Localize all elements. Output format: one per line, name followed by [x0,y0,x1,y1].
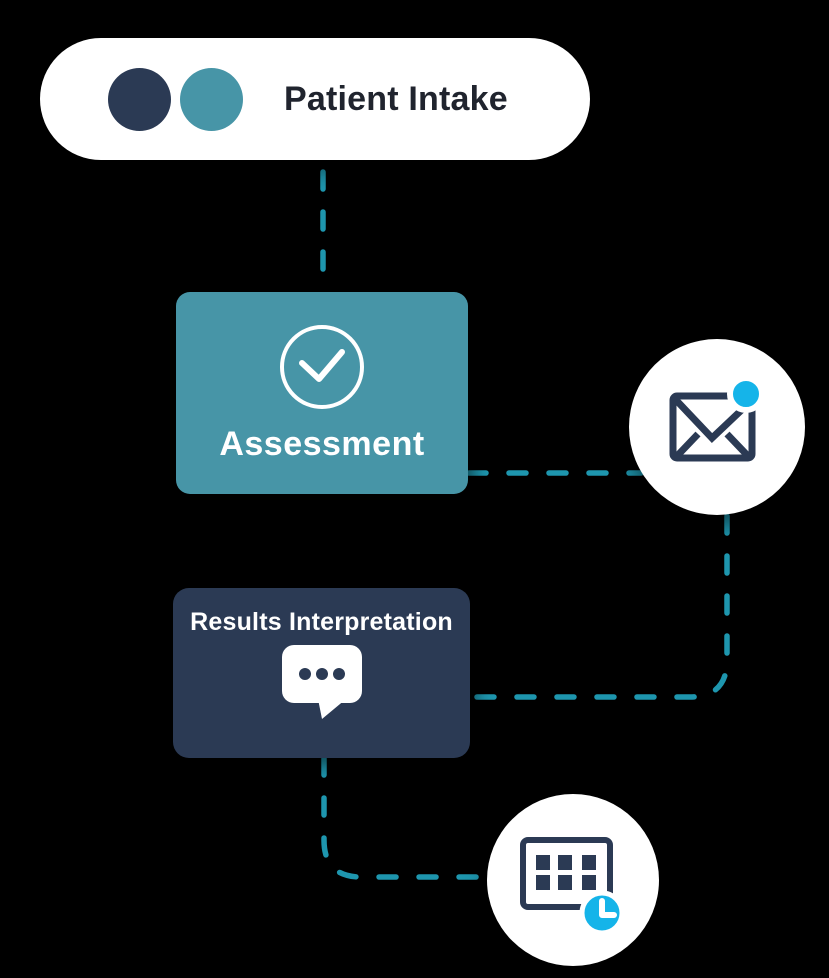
assessment-label: Assessment [219,424,425,463]
results-interpretation-label: Results Interpretation [190,608,453,636]
navy-dot-icon [108,67,171,131]
check-circle-icon [280,324,364,409]
teal-dot-icon [180,67,243,131]
calendar-clock-icon [520,837,625,936]
connector-email-to-results [468,513,730,700]
node-email-notification [629,339,805,515]
node-schedule [487,794,659,966]
node-results-interpretation: Results Interpretation [173,588,470,758]
connector-results-to-schedule [321,755,489,880]
calendar-grid [536,855,596,890]
mail-icon [669,375,765,462]
patient-intake-label: Patient Intake [284,79,508,118]
node-assessment: Assessment [176,292,468,494]
notification-dot-icon [727,375,765,413]
node-patient-intake: Patient Intake [40,38,590,160]
chat-bubble-icon [281,645,362,719]
